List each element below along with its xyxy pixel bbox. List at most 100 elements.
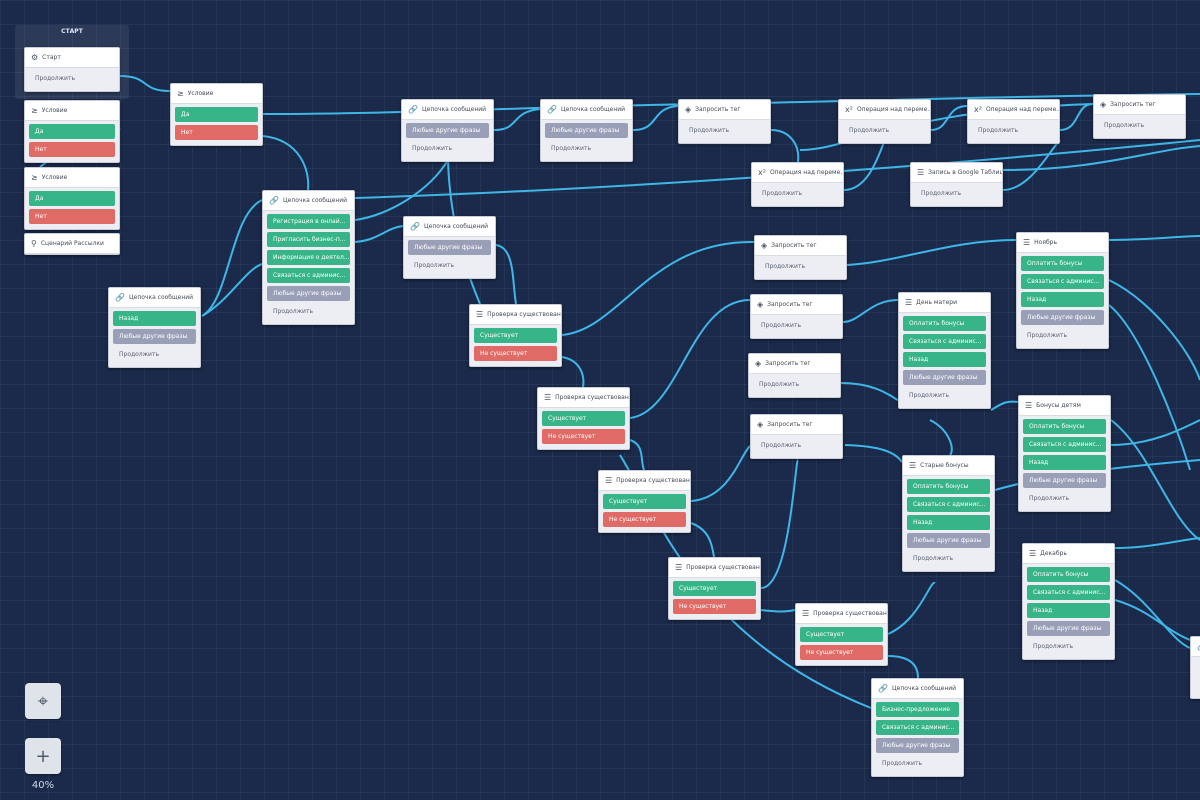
node-button[interactable]: Назад (1027, 603, 1110, 618)
continue-output[interactable]: Продолжить (876, 756, 959, 771)
node-header[interactable]: ≥Условие (171, 84, 262, 104)
node-button[interactable]: Назад (113, 311, 196, 326)
continue-output[interactable]: Продолжить (972, 123, 1055, 138)
continue-output[interactable]: Продолжить (683, 123, 766, 138)
continue-output[interactable]: Продолжить (759, 259, 842, 274)
node-button[interactable]: Связаться с админис... (1027, 585, 1110, 600)
node-button[interactable]: Любые другие фразы (1027, 621, 1110, 636)
node-header[interactable]: ☰Проверка существован... (599, 471, 690, 491)
continue-output[interactable]: Продолжить (267, 304, 350, 319)
node-button[interactable]: Существует (603, 494, 686, 509)
node-header[interactable]: ☰Проверка существован... (470, 305, 561, 325)
node-header[interactable]: 🔗Цепочка сообщений (541, 100, 632, 120)
node-header[interactable]: ☰Декабрь (1023, 544, 1114, 564)
node-button[interactable]: Назад (1021, 292, 1104, 307)
node-button[interactable]: Связаться с админис... (267, 268, 350, 283)
node-button[interactable]: Любые другие фразы (113, 329, 196, 344)
node-button[interactable]: Любые другие фразы (408, 240, 491, 255)
node-button[interactable]: Оплатить бонусы (903, 316, 986, 331)
node-button[interactable]: Существует (673, 581, 756, 596)
node-button[interactable]: Оплатить бонусы (1027, 567, 1110, 582)
node-button[interactable]: Не существует (474, 346, 557, 361)
node-header[interactable]: 🔗Цепочка сообщений (402, 100, 493, 120)
flow-node-check1[interactable]: ☰Проверка существован... Существует Не сущ… (469, 304, 562, 367)
flow-node-edge[interactable]: 🔗 (1190, 636, 1200, 699)
recenter-button[interactable]: ⌖ (25, 683, 61, 719)
node-button[interactable]: Бизнес-предложение (876, 702, 959, 717)
node-button[interactable]: Нет (175, 125, 258, 140)
node-header[interactable]: 🔗Цепочка сообщений (109, 288, 200, 308)
node-button[interactable]: Существует (800, 627, 883, 642)
continue-output[interactable]: Продолжить (1027, 639, 1110, 654)
node-header[interactable]: ☰Ноябрь (1017, 233, 1108, 253)
node-header[interactable]: 🔗 (1191, 637, 1200, 657)
continue-output[interactable]: Продолжить (406, 141, 489, 156)
continue-output[interactable]: Продолжить (755, 318, 838, 333)
node-button[interactable]: Регистрация в онлай... (267, 214, 350, 229)
continue-output[interactable]: Продолжить (1098, 118, 1181, 133)
node-header[interactable]: ≥Условие (25, 168, 119, 188)
node-button[interactable]: Да (29, 191, 115, 206)
node-header[interactable]: ☰Старые бонусы (903, 456, 994, 476)
node-button[interactable]: Любые другие фразы (876, 738, 959, 753)
continue-output[interactable]: Продолжить (903, 388, 986, 403)
node-button[interactable]: Оплатить бонусы (907, 479, 990, 494)
node-header[interactable]: ◈Запросить тег (1094, 95, 1185, 115)
node-header[interactable]: ☰Проверка существован... (669, 558, 760, 578)
node-button[interactable]: Пригласить бизнес-п... (267, 232, 350, 247)
node-button[interactable]: Нет (29, 142, 115, 157)
continue-output[interactable]: Продолжить (907, 551, 990, 566)
node-button[interactable]: Любые другие фразы (907, 533, 990, 548)
node-button[interactable]: Не существует (542, 429, 625, 444)
node-header[interactable]: ☰Бонусы детям (1019, 396, 1110, 416)
node-header[interactable]: ☰День матери (899, 293, 990, 313)
node-header[interactable]: 🔗Цепочка сообщений (872, 679, 963, 699)
node-header[interactable]: ◈Запросить тег (755, 236, 846, 256)
continue-output[interactable]: Продолжить (408, 258, 491, 273)
continue-output[interactable]: Продолжить (545, 141, 628, 156)
continue-output[interactable]: Продолжить (29, 71, 115, 86)
node-button[interactable]: Нет (29, 209, 115, 224)
node-header[interactable]: ◈Запросить тег (751, 295, 842, 315)
node-header[interactable]: 🔗Цепочка сообщений (263, 191, 354, 211)
zoom-in-button[interactable]: + (25, 738, 61, 774)
node-button[interactable]: Любые другие фразы (1021, 310, 1104, 325)
continue-output[interactable]: Продолжить (755, 438, 838, 453)
continue-output[interactable]: Продолжить (753, 377, 836, 392)
node-button[interactable]: Существует (474, 328, 557, 343)
node-button[interactable]: Оплатить бонусы (1021, 256, 1104, 271)
continue-output[interactable]: Продолжить (1021, 328, 1104, 343)
node-header[interactable]: 🔗Цепочка сообщений (404, 217, 495, 237)
node-button[interactable]: Любые другие фразы (903, 370, 986, 385)
node-button[interactable]: Любые другие фразы (1023, 473, 1106, 488)
node-header[interactable]: ◈Запросить тег (679, 100, 770, 120)
node-button[interactable]: Информация о деятел... (267, 250, 350, 265)
node-button[interactable]: Назад (903, 352, 986, 367)
